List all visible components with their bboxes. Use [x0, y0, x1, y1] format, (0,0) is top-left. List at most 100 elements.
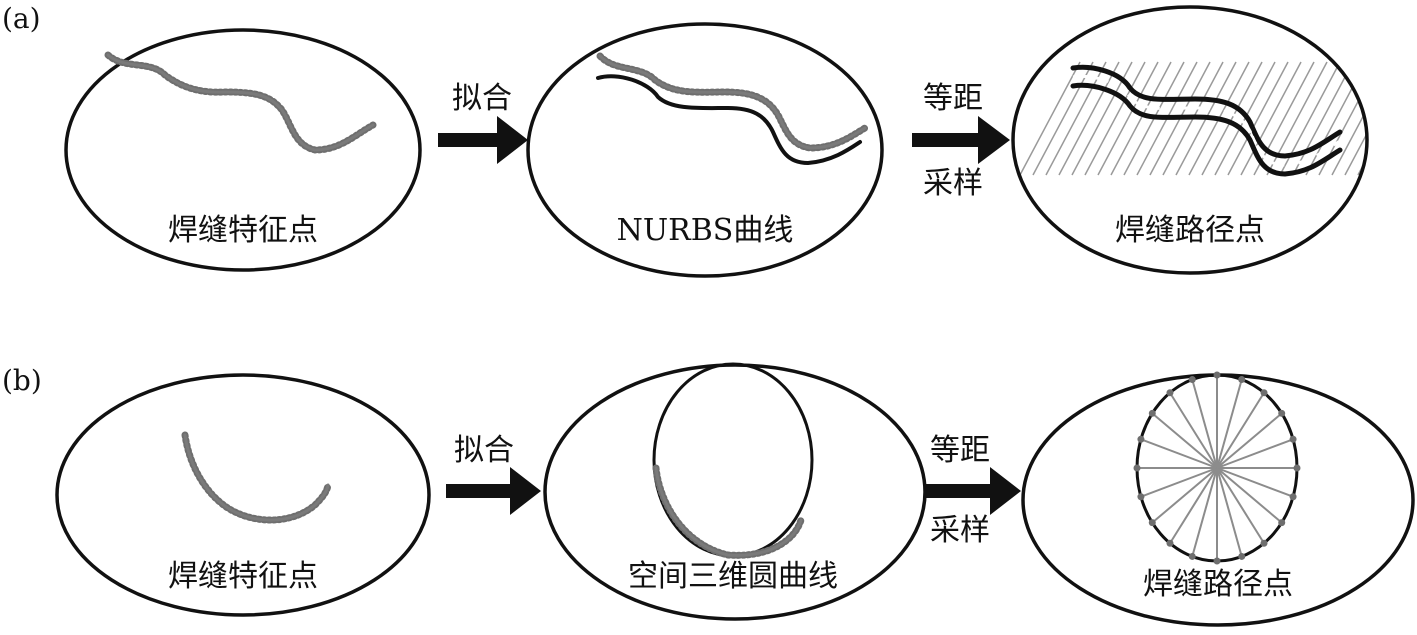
oval-nurbs-curve-a: NURBS曲线 [526, 22, 884, 278]
sampling-spoke [1151, 467, 1218, 524]
sampling-point [1166, 539, 1174, 547]
sampling-spoke [1216, 467, 1294, 498]
sampling-point [1137, 435, 1145, 443]
hatch-line [1097, 61, 1159, 176]
oval-outline [64, 28, 422, 272]
sampling-spoke [1169, 467, 1218, 544]
oval-caption: 焊缝特征点 [168, 559, 318, 594]
fitted-circle-curve [652, 362, 814, 558]
hatch-line [1058, 61, 1120, 176]
sampling-spokes [1137, 375, 1297, 561]
hatch-line [1266, 61, 1328, 176]
sampling-spoke [1216, 392, 1265, 469]
sampling-spoke [1216, 467, 1265, 544]
sampling-point [1188, 552, 1196, 560]
hatch-line [1201, 61, 1263, 176]
oval-caption: 焊缝路径点 [1115, 213, 1265, 248]
right-arrow-icon [912, 116, 1010, 164]
nurbs-curve-line [596, 74, 862, 166]
weld-feature-points-curve [181, 431, 332, 524]
oval-outline [526, 22, 884, 278]
arrow-fit-a: 拟合 [438, 81, 528, 164]
sampling-spoke [1140, 438, 1218, 469]
sampling-point [1238, 552, 1246, 560]
hatch-line [1371, 62, 1417, 175]
sampling-point [1238, 376, 1246, 384]
sampling-point [1289, 435, 1297, 443]
hatch-line [1305, 61, 1367, 176]
hatch-line [1331, 61, 1367, 176]
path-outer-line [1070, 64, 1343, 159]
arrow-equidistant-sampling-b: 等距 采样 [926, 433, 1021, 548]
weld-feature-points-core [106, 53, 375, 152]
oval-caption: 焊缝路径点 [1143, 567, 1293, 602]
hatch-line [1240, 61, 1302, 176]
hatch-line [1344, 61, 1367, 176]
weld-feature-points-curve [104, 51, 377, 154]
hatch-line [1032, 61, 1094, 176]
right-arrow-icon [446, 467, 541, 515]
weld-feature-points-curve [596, 52, 869, 152]
path-center-line [1072, 74, 1341, 167]
sampling-spoke [1151, 412, 1218, 469]
sampling-point [1148, 519, 1156, 527]
hatch-line [1045, 61, 1107, 176]
arrow-equidistant-sampling-a: 等距 采样 [912, 81, 1010, 201]
sampling-point [1293, 464, 1301, 472]
sampling-spoke [1191, 467, 1218, 557]
sampling-spoke [1140, 467, 1218, 498]
panel-label-a: (a) [2, 2, 41, 35]
weld-feature-points-core [654, 466, 803, 557]
sampling-spoke [1216, 467, 1283, 524]
oval-weld-path-points-a: 焊缝路径点 [1011, 5, 1417, 275]
sampling-point [1213, 557, 1221, 565]
oval-outline [1011, 5, 1369, 275]
sampling-point [1278, 409, 1286, 417]
path-inner-line [1070, 82, 1343, 177]
sampling-point [1137, 493, 1145, 501]
sampling-point [1289, 493, 1297, 501]
hatch-line [1019, 61, 1081, 176]
sampling-spoke [1216, 438, 1294, 469]
arrow-label-bottom: 采样 [930, 513, 990, 548]
hatch-line [1397, 62, 1417, 175]
oval-caption: 焊缝特征点 [168, 213, 318, 248]
sampling-spoke [1191, 379, 1218, 469]
panel-b: (b) 焊缝特征点 拟合 空间三维圆曲线 等距 采样 [2, 362, 1415, 627]
oval-weld-path-points-b: 焊缝路径点 [1021, 371, 1415, 627]
arrow-fit-b: 拟合 [446, 433, 541, 515]
panel-a: (a) 焊缝特征点 拟合 NURBS曲线 等距 采样 [2, 2, 1417, 278]
weld-feature-points-core [598, 54, 867, 150]
weld-feature-points-core [183, 433, 330, 522]
hatch-line [1084, 61, 1146, 176]
sampling-spoke [1216, 467, 1243, 557]
sampling-spoke [1169, 392, 1218, 469]
oval-caption: 空间三维圆曲线 [628, 559, 838, 594]
sampling-spoke [1216, 379, 1243, 469]
sampling-point [1213, 371, 1221, 379]
sampling-point [1148, 409, 1156, 417]
weld-feature-points-curve [652, 464, 805, 559]
hatch-line [1110, 61, 1172, 176]
arrow-label-top: 拟合 [452, 81, 512, 116]
arrow-label-top: 等距 [930, 433, 990, 468]
hatch-line [1227, 61, 1289, 176]
sampling-point [1188, 376, 1196, 384]
oval-caption: NURBS曲线 [617, 213, 794, 248]
oval-3d-circle-curve-b: 空间三维圆曲线 [543, 362, 927, 621]
panel-label-b: (b) [2, 364, 42, 397]
right-arrow-icon [438, 116, 528, 164]
hatch-line [1384, 62, 1417, 175]
right-arrow-icon [926, 467, 1021, 515]
arrow-label-top: 等距 [923, 81, 983, 116]
sampling-point [1260, 539, 1268, 547]
oval-outline [55, 373, 431, 617]
arrow-label-top: 拟合 [454, 433, 514, 468]
sampling-point [1166, 389, 1174, 397]
hatch-line [1292, 61, 1354, 176]
arrow-label-bottom: 采样 [923, 166, 983, 201]
oval-weld-feature-points-a: 焊缝特征点 [64, 28, 422, 272]
sampling-point [1133, 464, 1141, 472]
